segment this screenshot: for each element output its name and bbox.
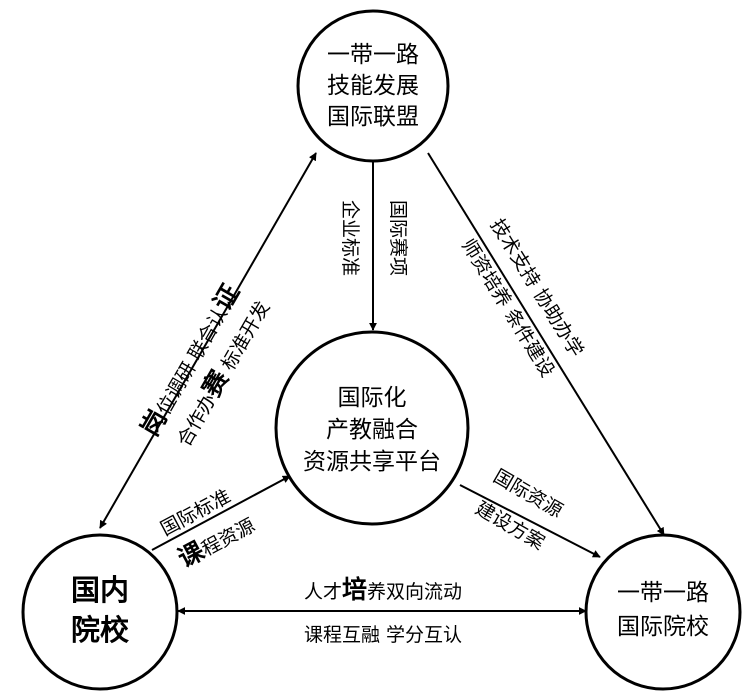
- node-domestic: 国内 院校: [21, 533, 179, 691]
- label-bottom-line2: 课程互融 学分互认: [304, 624, 462, 646]
- label-bottom-line1-post: 养双向流动: [367, 581, 462, 603]
- label-top-center-line2: 国际赛项: [387, 200, 409, 276]
- node-alliance: 一带一路 技能发展 国际联盟: [296, 9, 450, 163]
- arrow-left-top: [99, 152, 317, 529]
- node-alliance-line3: 国际联盟: [327, 104, 419, 130]
- node-platform-line3: 资源共享平台: [303, 449, 441, 475]
- node-foreign: 一带一路 国际院校: [584, 533, 742, 691]
- label-bottom-line1: 人才培养双向流动: [304, 575, 462, 604]
- node-alliance-line2: 技能发展: [327, 73, 419, 99]
- node-foreign-line2: 国际院校: [617, 614, 709, 640]
- node-platform-line2: 产教融合: [326, 417, 418, 443]
- arrow-top-right: [427, 152, 665, 536]
- arrow-left-center: [151, 475, 291, 551]
- label-bottom-line1-pre: 人才: [304, 581, 342, 603]
- node-domestic-line2: 院校: [71, 613, 129, 647]
- node-alliance-line1: 一带一路: [327, 42, 419, 68]
- node-platform: 国际化 产教融合 资源共享平台: [274, 330, 470, 526]
- node-foreign-line1: 一带一路: [617, 580, 709, 606]
- node-platform-line1: 国际化: [338, 385, 407, 411]
- em-pei: 培: [342, 575, 367, 604]
- arrow-center-right: [459, 484, 601, 558]
- node-domestic-line1: 国内: [71, 573, 129, 607]
- label-top-center-line1: 企业标准: [339, 200, 361, 276]
